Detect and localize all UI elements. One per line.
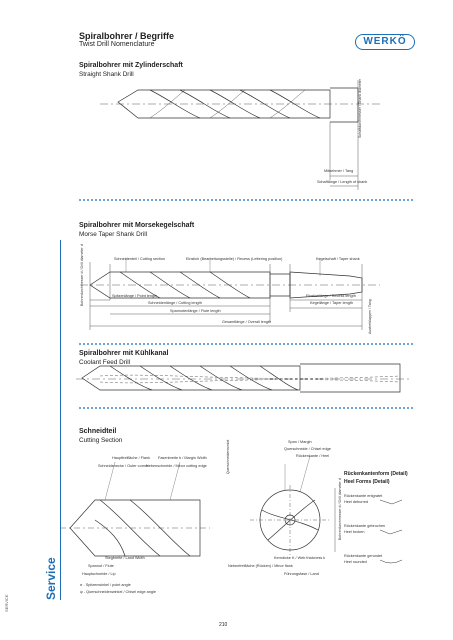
cutting-subtitle: Cutting Section [79,437,123,444]
heel-form-de-2: Rückenkante gebrochen [344,524,386,528]
coolant-subtitle: Coolant Feed Drill [79,359,131,366]
page-subtitle: Twist Drill Nomenclature [79,41,155,48]
cutting-section-drawing [60,485,403,564]
leader-lines [104,258,321,501]
label-lip: Hauptschneide / Lip [82,572,116,576]
morse-taper-drill [80,262,380,330]
label-heel: Rückenkante / Heel [296,454,330,458]
label-cutting-section: Schneidenteil / Cutting section [114,257,166,261]
morse-taper-subtitle: Morse Taper Shank Drill [79,231,148,238]
label-chisel-edge: Querschneide / Chisel edge [284,447,331,451]
label-margin: Span / Margin [288,440,312,444]
service-side-label: SERVICE [4,594,9,613]
label-drill-diameter-cut: Bohrerdurchmesser d / Drill diameter d [338,478,342,540]
label-tang: Mitnehmer / Tang [324,169,354,173]
heel-form-de-1: Rückenkante entgratet [344,494,383,498]
label-flank: Hauptfreifläche / Flank [112,456,150,460]
heel-forms-subtitle: Heel Forms (Detail) [344,479,390,485]
morse-taper-title: Spiralbohrer mit Morsekegelschaft [79,222,195,229]
coolant-title: Spiralbohrer mit Kühlkanal [79,350,169,357]
label-chisel-angle-top: Querschneidenwinkel [226,439,230,474]
label-land-width-bottom: Stegbreite / Land Width [105,556,145,560]
cutting-title: Schneidteil [79,428,117,435]
label-cutting-length: Schneidenlänge / Cutting length [148,301,202,305]
label-recess-length: Einstichlänge / Recess length [306,294,356,298]
side-accent-bar [60,240,62,600]
label-point-length: Spitzenlänge / Point length [112,294,158,298]
label-drill-diameter: Bohrerdurchmesser d / Drill diameter d [80,244,84,306]
label-land-width: Fasenbreite b / Margin Width [158,456,207,460]
label-minor-flank: Nebenfreifläche (Rücken) / Minor flank [228,564,293,568]
straight-shank-title: Spiralbohrer mit Zylinderschaft [79,62,183,69]
label-minor-cutting-edge: Nebenschneide / Minor cutting edge [146,464,207,468]
label-taper-shank: Kegelschaft / Taper shank [316,257,360,261]
straight-shank-subtitle: Straight Shank Drill [79,71,134,78]
label-taper-length: Kegellänge / Taper length [310,301,353,305]
coolant-feed-drill [76,363,410,393]
label-land: Führungsfase / Land [284,572,319,576]
label-flute-length: Spannutenlänge / Flute length [170,309,221,313]
label-point-angle: σ - Spitzenwinkel / point angle [80,583,131,587]
label-overall-length: Gesamtlänge / Overall length [222,320,272,324]
werko-logo: WERKÖ [355,34,415,50]
label-outer-corner: Schneidenecke / Outer corner [98,464,149,468]
heel-forms-title: Rückenkantenform (Detail) [344,471,408,477]
label-neck: Einstich (Bearbeitungsstelle) / Recess (… [186,257,283,261]
heel-form-de-3: Rückenkante gerundet [344,554,383,558]
label-shank-length: Schaftlänge / Length of shank [317,180,368,184]
straight-shank-drill [100,80,380,190]
page-title: Spiralbohrer / Begriffe [79,31,175,41]
page-number: 210 [219,622,228,628]
label-flute: Spannut / Flute [88,564,114,568]
label-chisel-angle: ψ - Querschneidenwinkel / Chisel edge an… [80,590,156,594]
label-shank-diameter: Schaftdurchmesser / Shank diameter [358,78,362,138]
heel-form-en-2: Heel broken [344,530,365,534]
heel-form-en-1: Heel deburred [344,500,369,504]
label-web-thickness: Kerndicke K / Web thickness k [274,556,326,560]
label-tang-length: Austreiblappen / Tang [368,299,372,334]
service-tab: Service [44,557,58,600]
heel-form-en-3: Heel rounded [344,560,367,564]
